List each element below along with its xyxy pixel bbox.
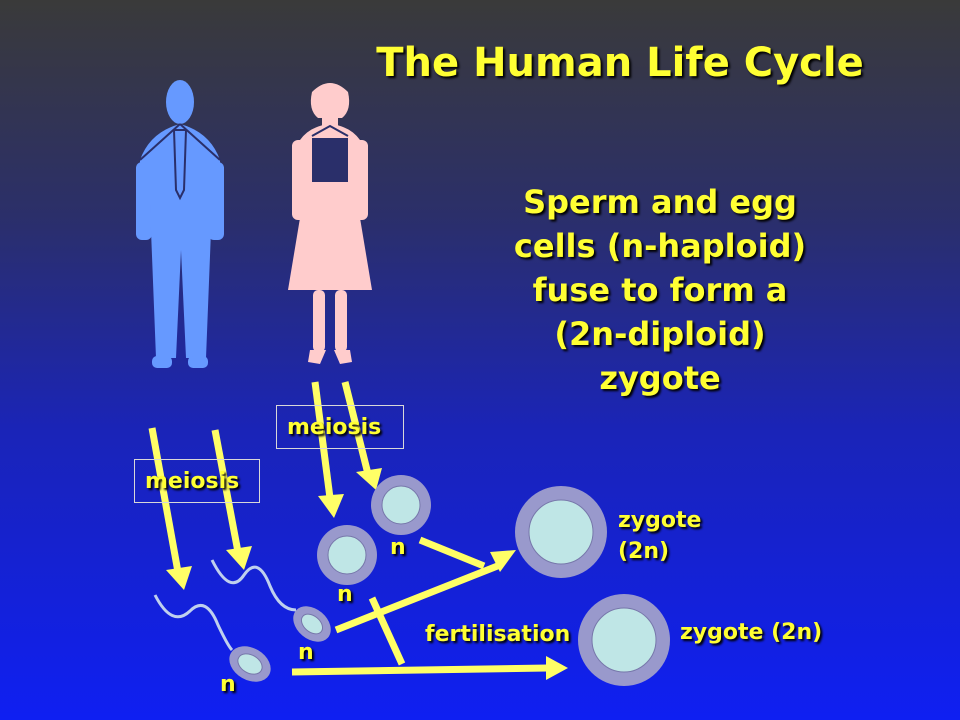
haploid-label: n (298, 640, 314, 665)
meiosis-label-male: meiosis (134, 459, 260, 503)
description-line: (2n-diploid) (554, 315, 766, 353)
female-meiosis-arrows (311, 381, 382, 518)
haploid-label: n (390, 535, 406, 560)
description-line: Sperm and egg (523, 183, 797, 221)
zygote-upper-label-line1: zygote (618, 508, 702, 533)
zygote-icon (578, 594, 670, 686)
male-figure-icon (136, 80, 224, 368)
zygote-icon (515, 486, 607, 578)
male-meiosis-arrows (148, 427, 252, 590)
zygote-upper-label-line2: (2n) (618, 539, 670, 564)
egg-cell-icon (371, 475, 431, 535)
sperm-cell-icon (153, 594, 271, 682)
zygote-lower-label: zygote (2n) (680, 620, 823, 645)
description-line: cells (n-haploid) (513, 227, 807, 265)
haploid-label: n (337, 582, 353, 607)
fertilisation-lines (291, 536, 568, 680)
haploid-label: n (220, 672, 236, 697)
egg-cell-icon (317, 525, 377, 585)
fertilisation-label: fertilisation (425, 622, 571, 647)
meiosis-label-female: meiosis (276, 405, 404, 449)
sperm-cell-icon (210, 559, 331, 642)
description-text: Sperm and egg cells (n-haploid) fuse to … (470, 180, 850, 400)
female-figure-icon (288, 83, 372, 364)
description-line: zygote (599, 359, 721, 397)
page-title: The Human Life Cycle (376, 40, 864, 86)
description-line: fuse to form a (532, 271, 788, 309)
